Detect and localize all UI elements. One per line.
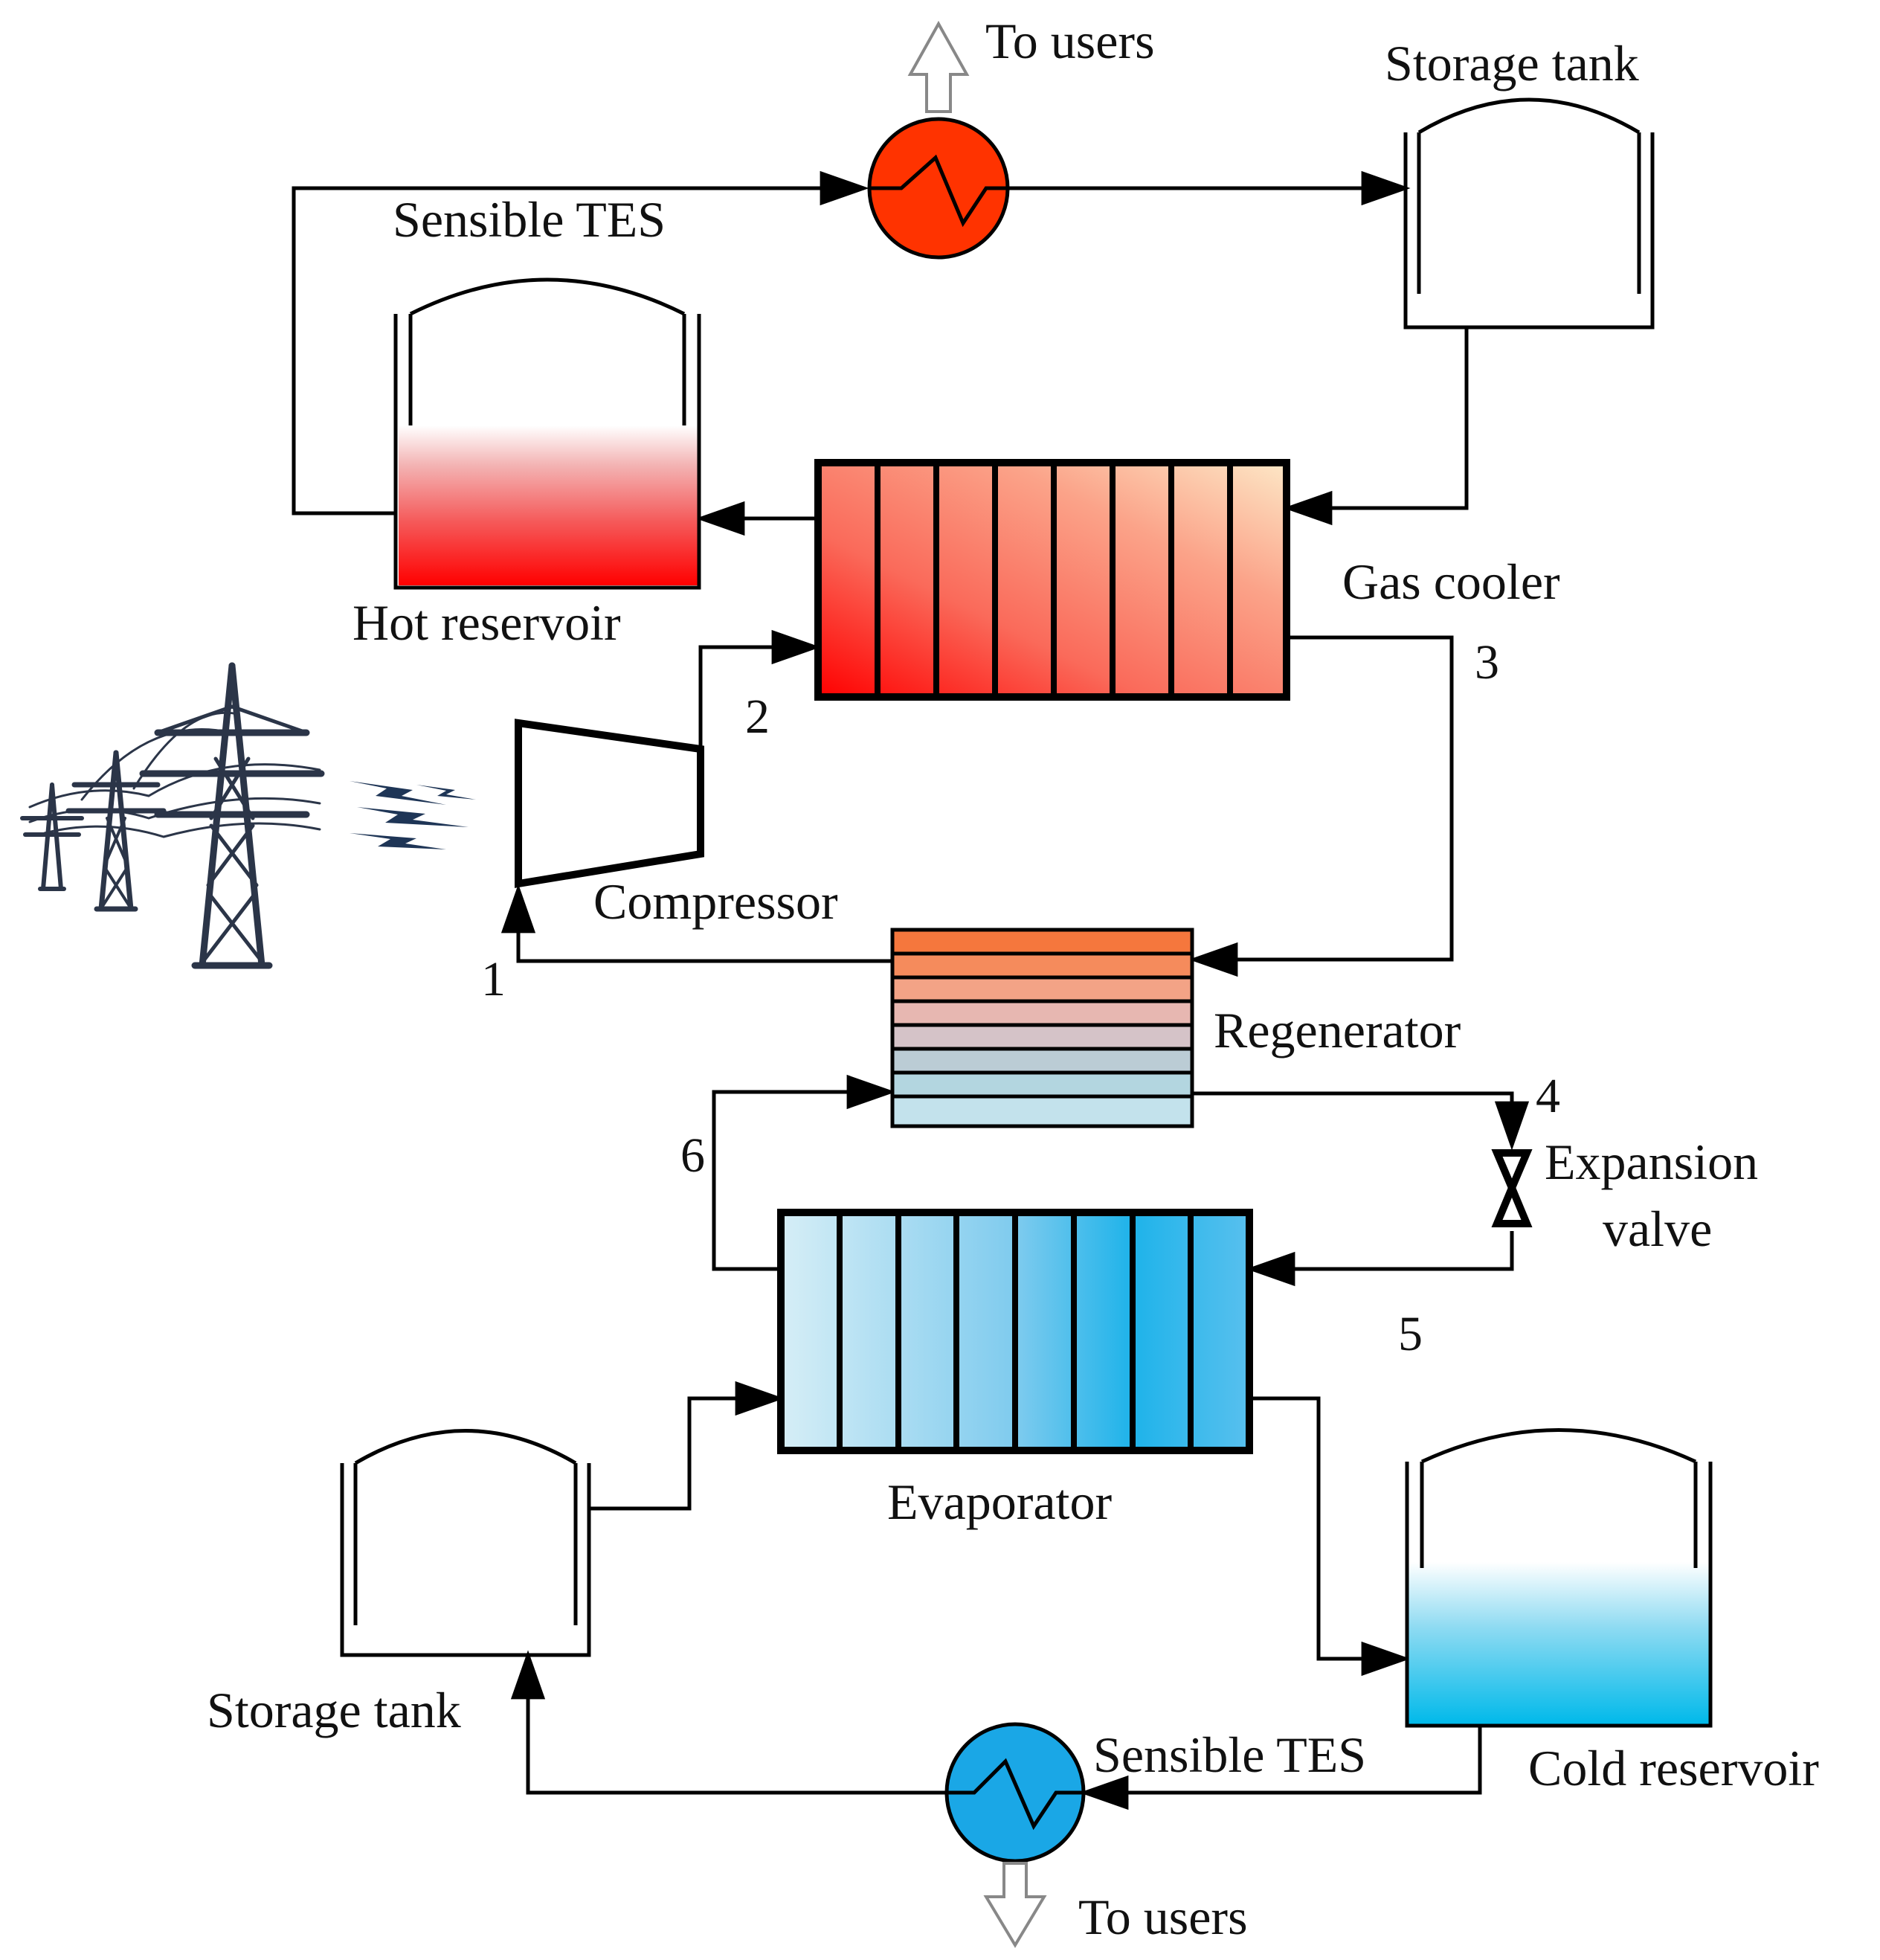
to-users-top-arrow-icon	[907, 20, 970, 113]
compressor	[515, 719, 704, 888]
pipe-regenerator-to-valve-4	[1194, 1091, 1530, 1151]
pipe-compressor-outlet-2	[698, 629, 821, 748]
regenerator	[890, 928, 1194, 1128]
gas-cooler-label: Gas cooler	[1342, 553, 1560, 610]
sensible-tes-top-label: Sensible TES	[393, 191, 666, 248]
pipe-evaporator-to-cold-reservoir	[1251, 1396, 1411, 1677]
storage-tank-bottom-label: Storage tank	[207, 1682, 461, 1738]
expansion-valve-label-line1: Expansion	[1545, 1134, 1758, 1190]
pipe-storage-bottom-to-evaporator	[589, 1381, 785, 1511]
state-point-6: 6	[680, 1128, 705, 1183]
transmission-tower-icon	[20, 662, 325, 969]
state-point-2: 2	[745, 690, 770, 744]
expansion-valve-label-line2: valve	[1603, 1201, 1712, 1257]
storage-tank-bottom	[340, 1429, 591, 1657]
to-users-top-label: To users	[985, 13, 1155, 69]
pipe-gas-cooler-outlet-3	[1188, 635, 1454, 977]
state-point-5: 5	[1398, 1307, 1423, 1361]
storage-tank-top	[1403, 97, 1655, 330]
to-users-bottom-arrow-icon	[983, 1862, 1047, 1948]
hot-reservoir	[393, 277, 701, 590]
lightning-bolt-icon	[350, 781, 476, 849]
pipe-regenerator-to-compressor-1	[500, 884, 891, 963]
hot-reservoir-label: Hot reservoir	[352, 594, 621, 651]
hot-user-heat-exchanger	[867, 117, 1010, 260]
state-point-3: 3	[1475, 635, 1499, 690]
expansion-valve	[1491, 1149, 1533, 1227]
cold-reservoir-label: Cold reservoir	[1528, 1740, 1819, 1796]
sensible-tes-bottom-label: Sensible TES	[1093, 1726, 1366, 1783]
state-point-4: 4	[1536, 1069, 1560, 1123]
to-users-bottom-label: To users	[1078, 1889, 1248, 1945]
pipe-storage-top-to-gas-cooler	[1283, 327, 1469, 526]
cold-user-heat-exchanger	[944, 1722, 1086, 1863]
evaporator-label: Evaporator	[887, 1474, 1112, 1530]
regenerator-label: Regenerator	[1214, 1002, 1461, 1058]
piping	[292, 170, 1530, 1810]
pipe-hx-to-storage-bottom	[510, 1650, 946, 1795]
pipe-hot-reservoir-to-hx	[292, 170, 869, 515]
pipe-valve-to-evaporator-5	[1246, 1231, 1514, 1287]
pipe-evaporator-to-regenerator-6	[712, 1074, 896, 1271]
evaporator	[777, 1209, 1253, 1454]
storage-tank-top-label: Storage tank	[1385, 35, 1639, 91]
compressor-label: Compressor	[593, 873, 838, 930]
pipe-cold-reservoir-to-hx	[1079, 1726, 1482, 1810]
cold-reservoir	[1405, 1428, 1713, 1728]
gas-cooler	[814, 459, 1290, 701]
state-point-1: 1	[481, 952, 506, 1006]
